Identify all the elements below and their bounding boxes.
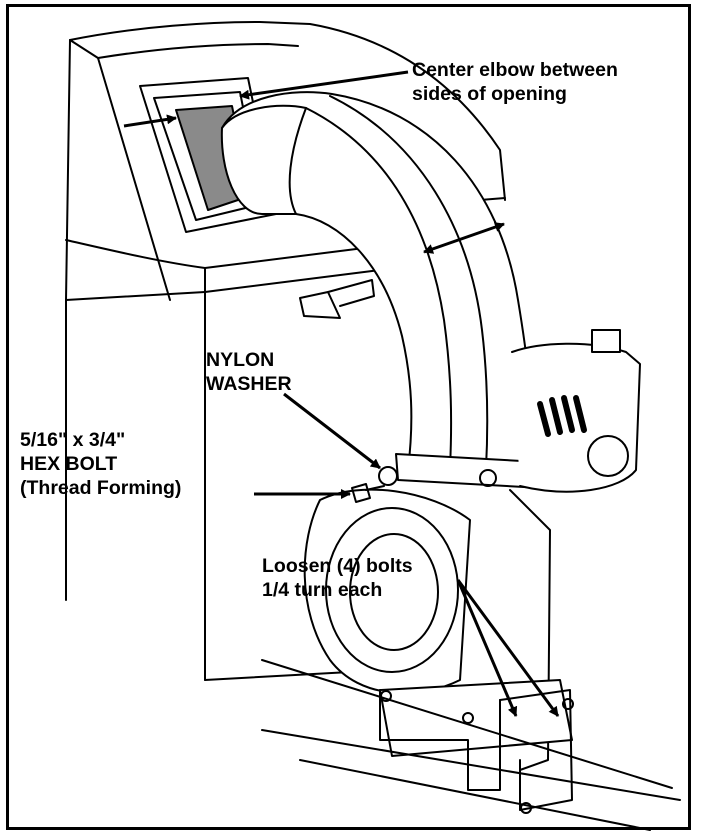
clamp-bolt-right: [479, 469, 497, 487]
label-loosen-bolts: Loosen (4) bolts 1/4 turn each: [262, 555, 413, 601]
arrow-opening-side: [123, 114, 177, 128]
label-hex-bolt: 5/16" x 3/4" HEX BOLT (Thread Forming): [20, 429, 182, 499]
bolt-2: [462, 712, 474, 724]
arrow-loosen-2: [456, 579, 560, 717]
housing-left-edge: [65, 39, 71, 301]
arrow-center-elbow: [239, 70, 409, 100]
nylon-washer: [378, 466, 398, 486]
elbow-chute: [220, 91, 534, 471]
rail-lower: [299, 759, 651, 831]
bracket-arm: [327, 279, 375, 307]
bolt-3: [520, 802, 532, 814]
clamp-bracket: [299, 291, 341, 319]
cabinet-bottom: [204, 671, 351, 681]
housing-front-edge: [65, 239, 206, 269]
base-foot-right: [499, 689, 573, 811]
engine-knob: [587, 435, 629, 477]
elbow-side-line: [305, 107, 453, 469]
impeller-opening: [325, 507, 459, 673]
label-nylon-washer: NYLON WASHER: [206, 349, 292, 395]
rail-bottom: [261, 659, 673, 789]
bolt-4: [562, 698, 574, 710]
engine-cap: [591, 329, 621, 353]
engine-vents: [537, 395, 587, 437]
elbow-center-line: [329, 95, 489, 469]
base-plate: [379, 679, 573, 757]
housing-top-inner: [97, 43, 299, 59]
label-center-elbow: Center elbow between sides of opening: [412, 59, 618, 105]
impeller-inner: [349, 533, 439, 651]
arrow-elbow-adjust: [423, 222, 505, 254]
bolt-1: [380, 690, 392, 702]
housing-top: [69, 21, 506, 201]
vertical-bracket: [509, 489, 551, 771]
arrow-nylon-washer: [283, 392, 381, 470]
hex-bolt: [351, 483, 385, 503]
cabinet-left: [65, 291, 206, 301]
rail-top: [261, 729, 681, 801]
housing-ledge: [204, 267, 381, 293]
arrow-loosen-1: [456, 579, 518, 717]
housing-side-left: [69, 39, 171, 301]
